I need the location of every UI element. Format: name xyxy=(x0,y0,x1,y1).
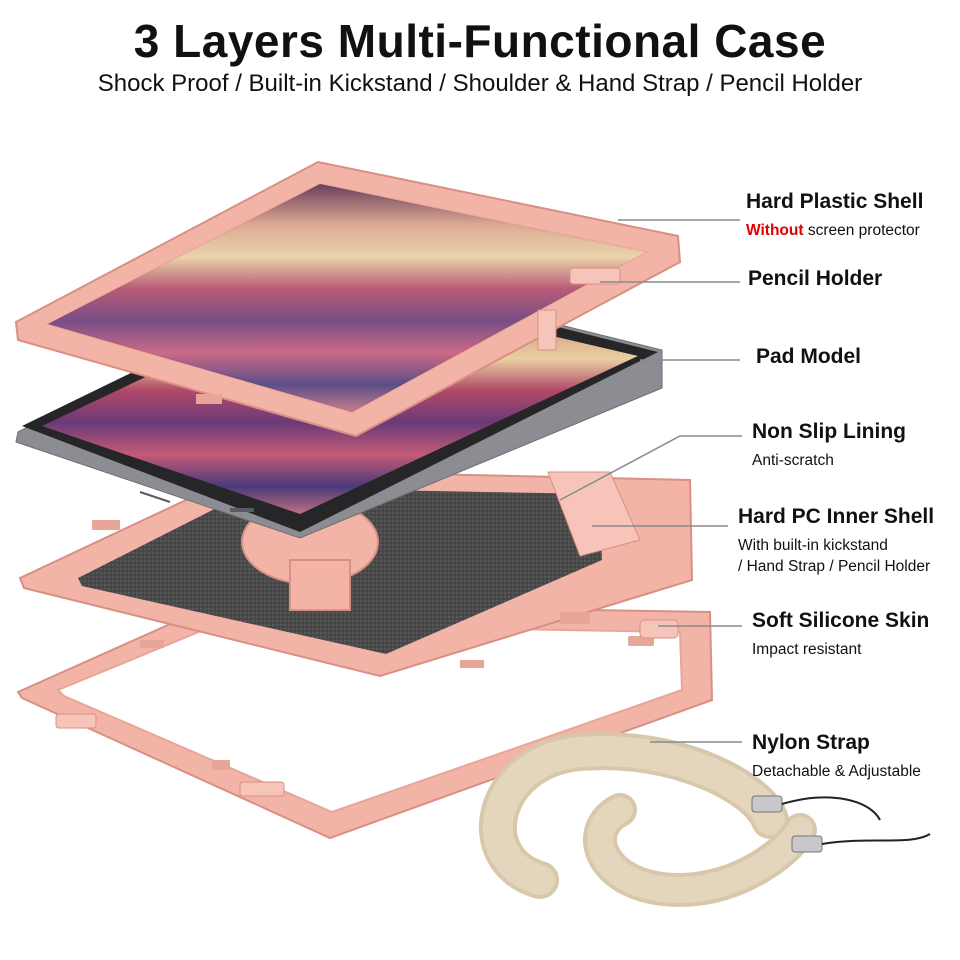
callout-desc: Without screen protector xyxy=(746,220,923,241)
callout-nylon-strap: Nylon Strap Detachable & Adjustable xyxy=(752,731,921,782)
callout-hard-plastic-shell: Hard Plastic Shell Without screen protec… xyxy=(746,190,923,241)
callout-desc-emphasis: Without xyxy=(746,222,804,239)
callout-heading: Nylon Strap xyxy=(752,731,870,754)
page-subtitle: Shock Proof / Built-in Kickstand / Shoul… xyxy=(97,70,863,97)
callout-soft-silicone-skin: Soft Silicone Skin Impact resistant xyxy=(752,609,929,660)
callout-desc-text: screen protector xyxy=(803,222,920,239)
nylon-strap-illustration xyxy=(478,732,931,908)
callout-desc: Impact resistant xyxy=(752,641,862,658)
callout-pad-model: Pad Model xyxy=(756,345,861,369)
callout-desc: With built-in kickstand xyxy=(738,537,888,554)
callout-non-slip-lining: Non Slip Lining Anti-scratch xyxy=(752,420,906,471)
hard-plastic-shell-illustration xyxy=(14,160,682,438)
callout-heading: Soft Silicone Skin xyxy=(752,609,930,632)
soft-silicone-skin-illustration xyxy=(16,602,714,840)
callout-heading: Non Slip Lining xyxy=(752,420,906,443)
callout-heading: Hard Plastic Shell xyxy=(746,190,924,213)
callout-desc: Detachable & Adjustable xyxy=(752,763,921,780)
callout-heading: Pad Model xyxy=(756,345,862,368)
callout-heading: Hard PC Inner Shell xyxy=(738,505,935,528)
callout-heading: Pencil Holder xyxy=(748,267,883,290)
callout-hard-pc-inner-shell: Hard PC Inner Shell With built-in kickst… xyxy=(738,505,934,577)
callout-desc: Anti-scratch xyxy=(752,452,834,469)
hard-pc-inner-shell-illustration xyxy=(18,468,694,678)
leader-lines xyxy=(559,219,742,743)
callout-pencil-holder: Pencil Holder xyxy=(748,267,882,291)
callout-desc-line-2: / Hand Strap / Pencil Holder xyxy=(738,558,931,575)
page-title: 3 Layers Multi-Functional Case xyxy=(133,15,827,67)
